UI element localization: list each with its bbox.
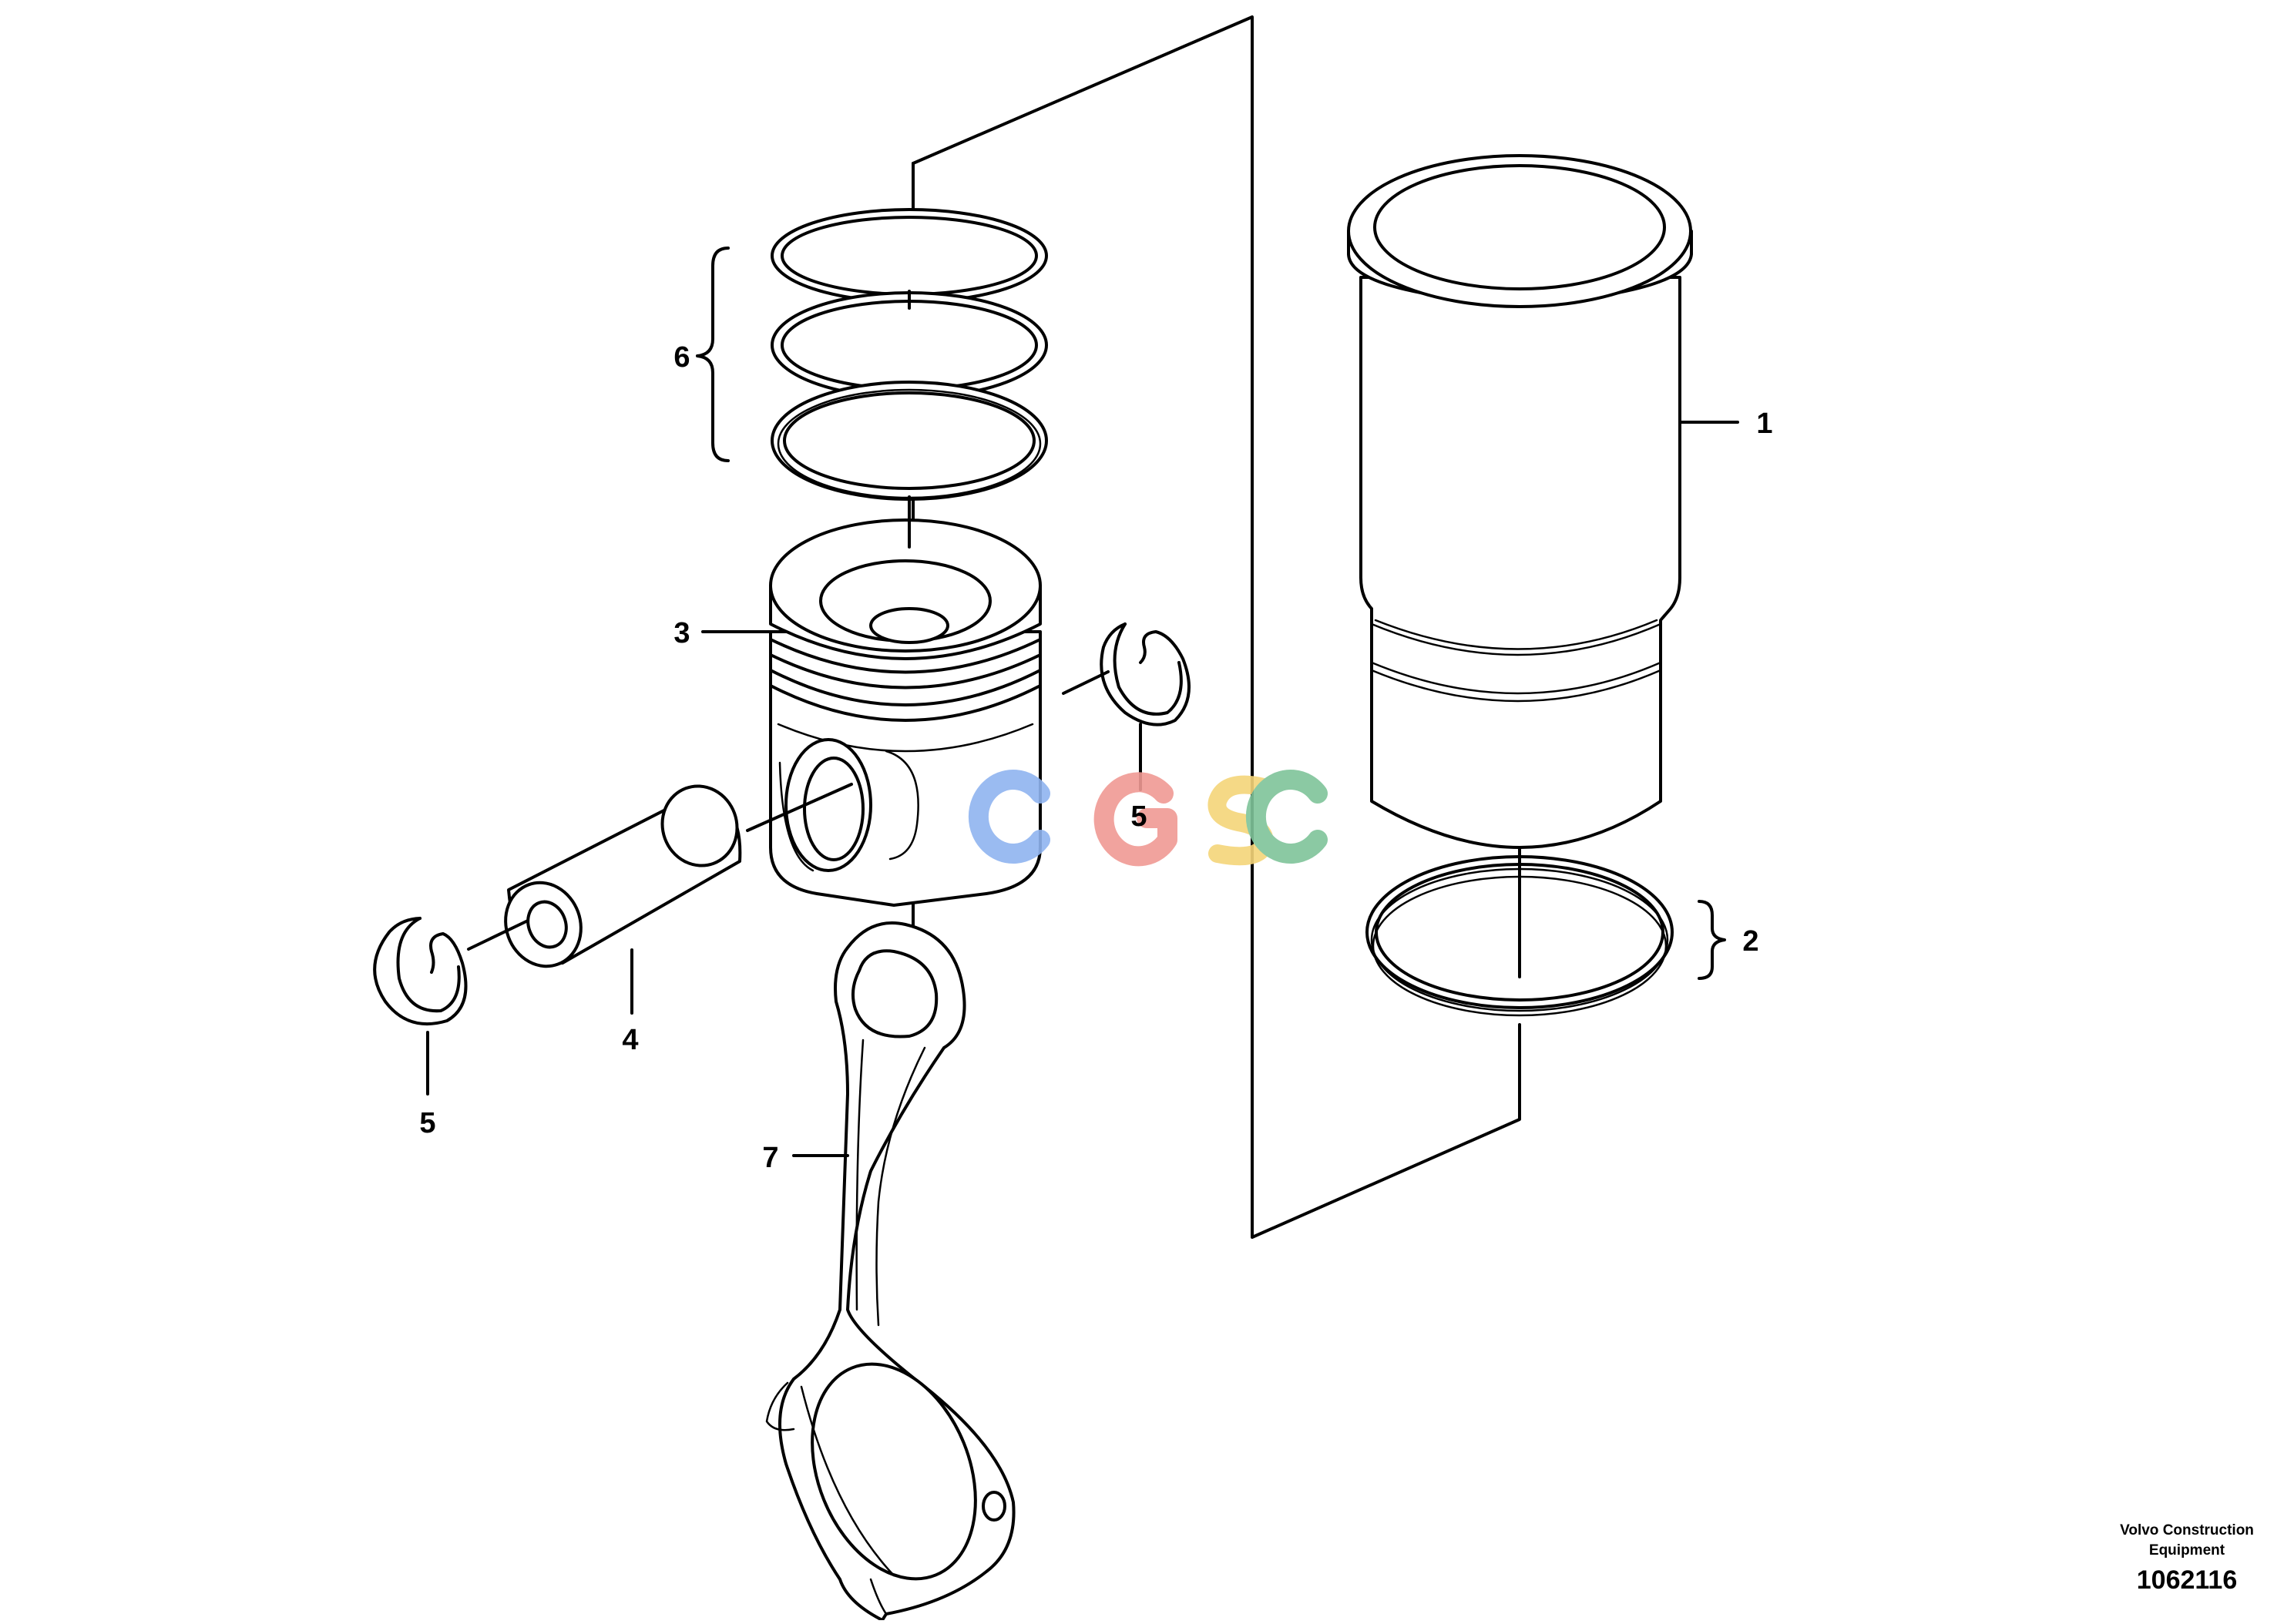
footer-block: Volvo Construction Equipment 1062116 — [2120, 1522, 2254, 1595]
part-cylinder-liner — [1347, 154, 1693, 849]
company-name-line1: Volvo Construction — [2120, 1522, 2254, 1538]
cgsc-watermark — [968, 770, 1328, 867]
leader-lines — [426, 247, 1739, 1157]
part-connecting-rod — [765, 921, 1016, 1622]
callout-4: 4 — [622, 1024, 638, 1056]
drawing-number: 1062116 — [2137, 1565, 2238, 1595]
part-piston — [769, 495, 1042, 907]
callout-5-left: 5 — [419, 1107, 435, 1139]
callout-5-right: 5 — [1130, 800, 1147, 833]
part-piston-pin — [504, 783, 853, 968]
watermark-letter-g — [1093, 772, 1177, 867]
part-circlip-left — [373, 917, 468, 1026]
company-name-line2: Equipment — [2149, 1542, 2225, 1559]
watermark-letter-s — [1207, 775, 1274, 866]
part-circlip-right — [1062, 622, 1191, 726]
callout-7: 7 — [762, 1142, 778, 1174]
part-seal-rings — [1365, 846, 1674, 1017]
callout-2: 2 — [1742, 925, 1758, 958]
callout-1: 1 — [1756, 408, 1772, 440]
watermark-letter-c — [1245, 770, 1328, 864]
callout-6: 6 — [673, 341, 690, 374]
callout-labels: 1 2 3 4 5 5 6 7 — [419, 341, 1772, 1174]
part-piston-rings — [771, 208, 1048, 501]
watermark-letter-c — [968, 770, 1050, 864]
callout-3: 3 — [673, 617, 690, 649]
